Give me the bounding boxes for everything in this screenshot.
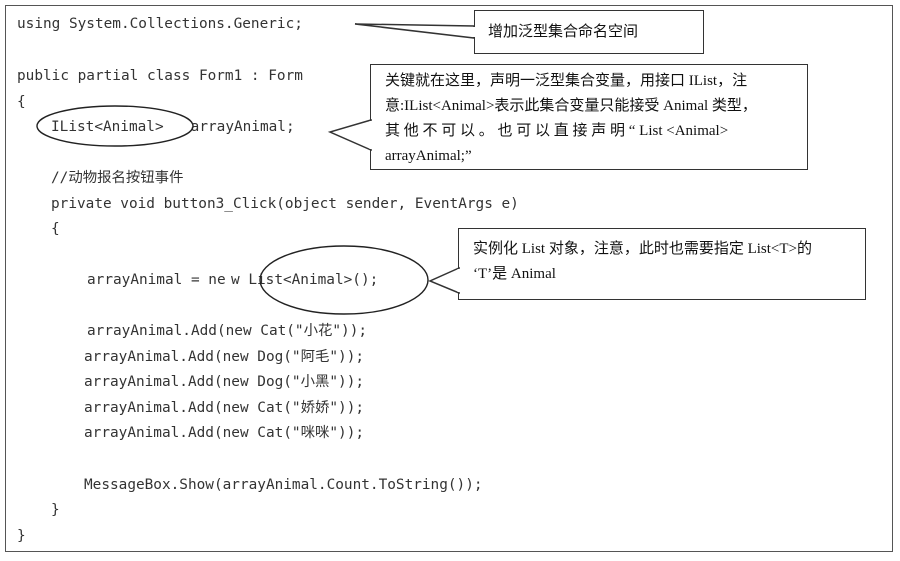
callout-declaration-line-2: 意:IList<Animal>表示此集合变量只能接受 Animal 类型， xyxy=(385,98,757,114)
code-line-class-open-brace: { xyxy=(17,94,26,110)
callout-declaration-line-4: arrayAnimal;” xyxy=(385,148,472,164)
code-line-add-cat-3: arrayAnimal.Add(new Cat("咪咪")); xyxy=(84,425,365,441)
callout-instantiation-line-1: 实例化 List 对象，注意，此时也需要指定 List<T>的 xyxy=(473,241,813,257)
callout-declaration: 关键就在这里，声明一泛型集合变量，用接口 IList，注 意:IList<Ani… xyxy=(370,64,808,170)
callout-instantiation-line-2: ‘T’是 Animal xyxy=(473,266,556,282)
callout-instantiation: 实例化 List 对象，注意，此时也需要指定 List<T>的 ‘T’是 Ani… xyxy=(458,228,866,300)
callout-namespace-text: 增加泛型集合命名空间 xyxy=(488,24,639,40)
code-line-class-close-brace: } xyxy=(17,528,26,544)
code-line-messagebox: MessageBox.Show(arrayAnimal.Count.ToStri… xyxy=(84,477,483,493)
code-line-add-cat-2: arrayAnimal.Add(new Cat("娇娇")); xyxy=(84,400,365,416)
code-line-field-type: IList<Animal> xyxy=(51,119,164,135)
code-line-add-dog-2: arrayAnimal.Add(new Dog("小黑")); xyxy=(84,374,365,390)
code-line-method-close-brace: } xyxy=(51,502,60,518)
code-line-using: using System.Collections.Generic; xyxy=(17,16,303,32)
code-line-comment: //动物报名按钮事件 xyxy=(51,170,184,186)
code-line-method-signature: private void button3_Click(object sender… xyxy=(51,196,519,212)
code-line-class-declaration: public partial class Form1 : Form xyxy=(17,68,303,84)
code-line-add-dog-1: arrayAnimal.Add(new Dog("阿毛")); xyxy=(84,349,365,365)
code-line-assignment-right: w List<Animal>(); xyxy=(231,272,379,288)
callout-declaration-line-1: 关键就在这里，声明一泛型集合变量，用接口 IList，注 xyxy=(385,73,748,89)
code-line-assignment-left: arrayAnimal = ne xyxy=(87,272,226,288)
code-line-method-open-brace: { xyxy=(51,221,60,237)
code-line-add-cat-1: arrayAnimal.Add(new Cat("小花")); xyxy=(87,323,368,339)
callout-declaration-line-3: 其 他 不 可 以 。 也 可 以 直 接 声 明 “ List <Animal… xyxy=(385,123,729,139)
callout-namespace: 增加泛型集合命名空间 xyxy=(474,10,704,54)
code-line-field-name: arrayAnimal; xyxy=(182,119,295,135)
